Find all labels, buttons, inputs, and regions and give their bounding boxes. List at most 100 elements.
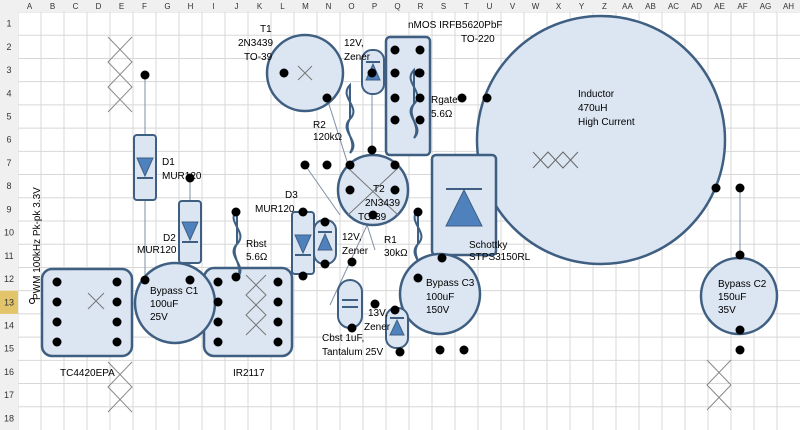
row-header-9[interactable]: 9: [6, 204, 11, 214]
column-header-N[interactable]: N: [326, 2, 332, 11]
row-header-6[interactable]: 6: [6, 135, 11, 145]
column-header-T[interactable]: T: [464, 2, 469, 11]
pin-41: [482, 93, 492, 103]
pin-36: [415, 45, 425, 55]
pin-18: [273, 317, 283, 327]
pwm-input-terminal: [29, 298, 35, 304]
zener-top-voltage: 12V,: [344, 38, 364, 49]
row-header-3[interactable]: 3: [6, 65, 11, 75]
column-header-A[interactable]: A: [27, 2, 33, 11]
column-header-J[interactable]: J: [235, 2, 239, 11]
d3-arrow-icon: [294, 234, 312, 255]
row-header-18[interactable]: 18: [4, 413, 14, 423]
pin-11: [112, 337, 122, 347]
bypass-c3-rating: 150V: [426, 305, 450, 316]
bypass-c2-value: 150uF: [718, 292, 746, 303]
d3-value: MUR120: [255, 204, 295, 215]
column-header-U[interactable]: U: [487, 2, 493, 11]
row-header-10[interactable]: 10: [4, 228, 14, 238]
row-header-13[interactable]: 13: [4, 297, 14, 307]
column-header-AE[interactable]: AE: [714, 2, 725, 11]
column-header-bar: [0, 0, 800, 12]
bypass-c2-rating: 35V: [718, 305, 736, 316]
column-header-AF[interactable]: AF: [737, 2, 747, 11]
rbst-label: Rbst: [246, 239, 267, 250]
row-header-12[interactable]: 12: [4, 274, 14, 284]
column-header-P[interactable]: P: [372, 2, 377, 11]
column-header-AH[interactable]: AH: [783, 2, 794, 11]
row-header-5[interactable]: 5: [6, 112, 11, 122]
d2-arrow-icon: [181, 221, 199, 242]
column-header-L[interactable]: L: [280, 2, 285, 11]
tc4420-center-mark: [87, 292, 105, 310]
row-header-14[interactable]: 14: [4, 321, 14, 331]
rgate-label: Rgate: [431, 95, 458, 106]
column-header-AC[interactable]: AC: [668, 2, 679, 11]
t1-center-mark: [297, 65, 313, 81]
column-header-G[interactable]: G: [164, 2, 170, 11]
column-header-B[interactable]: B: [50, 2, 55, 11]
ir2117-label: IR2117: [233, 368, 265, 379]
d2-label: D2: [163, 233, 176, 244]
row-header-4[interactable]: 4: [6, 88, 11, 98]
column-header-Q[interactable]: Q: [394, 2, 400, 11]
pin-16: [273, 277, 283, 287]
row-header-8[interactable]: 8: [6, 181, 11, 191]
t2-center-mark: [347, 167, 399, 216]
r2-body: [345, 82, 355, 154]
column-header-AB[interactable]: AB: [645, 2, 656, 11]
column-header-V[interactable]: V: [510, 2, 516, 11]
column-header-R[interactable]: R: [418, 2, 424, 11]
pin-60: [735, 250, 745, 260]
bypass-c1-label: Bypass C1: [150, 286, 199, 297]
column-header-AG[interactable]: AG: [760, 2, 772, 11]
d1-value: MUR120: [162, 171, 202, 182]
selected-row-highlight: [0, 290, 18, 314]
pin-52: [459, 345, 469, 355]
column-header-H[interactable]: H: [188, 2, 194, 11]
svg-text:12V,Zener: 12V,Zener: [342, 232, 369, 257]
column-header-E[interactable]: E: [119, 2, 124, 11]
column-header-AD[interactable]: AD: [691, 2, 702, 11]
nmos-body: [384, 35, 432, 157]
column-header-Y[interactable]: Y: [579, 2, 585, 11]
row-header-7[interactable]: 7: [6, 158, 11, 168]
component-pins: [52, 45, 745, 357]
column-header-M[interactable]: M: [302, 2, 309, 11]
pin-22: [298, 207, 308, 217]
rgate-value: 5.6Ω: [431, 109, 453, 120]
zener-mid-voltage: 12V,: [342, 232, 362, 243]
column-header-F[interactable]: F: [142, 2, 147, 11]
column-header-I[interactable]: I: [212, 2, 214, 11]
column-header-S[interactable]: S: [441, 2, 446, 11]
pin-26: [279, 68, 289, 78]
row-header-bar: [0, 0, 18, 430]
pwm-label: PWM 100kHz Pk-pk 3.3V: [32, 187, 43, 300]
row-header-11[interactable]: 11: [4, 251, 13, 261]
pin-27: [322, 93, 332, 103]
row-header-2[interactable]: 2: [6, 42, 11, 52]
column-header-C[interactable]: C: [73, 2, 79, 11]
row-header-1[interactable]: 1: [6, 19, 11, 29]
zener-top-label: Zener: [344, 52, 371, 63]
pin-33: [390, 68, 400, 78]
pin-44: [390, 160, 400, 170]
column-header-K[interactable]: K: [257, 2, 263, 11]
row-header-15[interactable]: 15: [4, 344, 14, 354]
column-header-AA[interactable]: AA: [622, 2, 633, 11]
column-header-O[interactable]: O: [348, 2, 354, 11]
bypass-c1-rating: 25V: [150, 312, 168, 323]
pin-29: [322, 160, 332, 170]
pin-1: [140, 275, 150, 285]
column-header-W[interactable]: W: [532, 2, 540, 11]
row-header-16[interactable]: 16: [4, 367, 14, 377]
column-header-X[interactable]: X: [556, 2, 562, 11]
column-header-D[interactable]: D: [96, 2, 102, 11]
column-header-Z[interactable]: Z: [602, 2, 607, 11]
row-header-17[interactable]: 17: [4, 390, 14, 400]
pin-3: [185, 275, 195, 285]
